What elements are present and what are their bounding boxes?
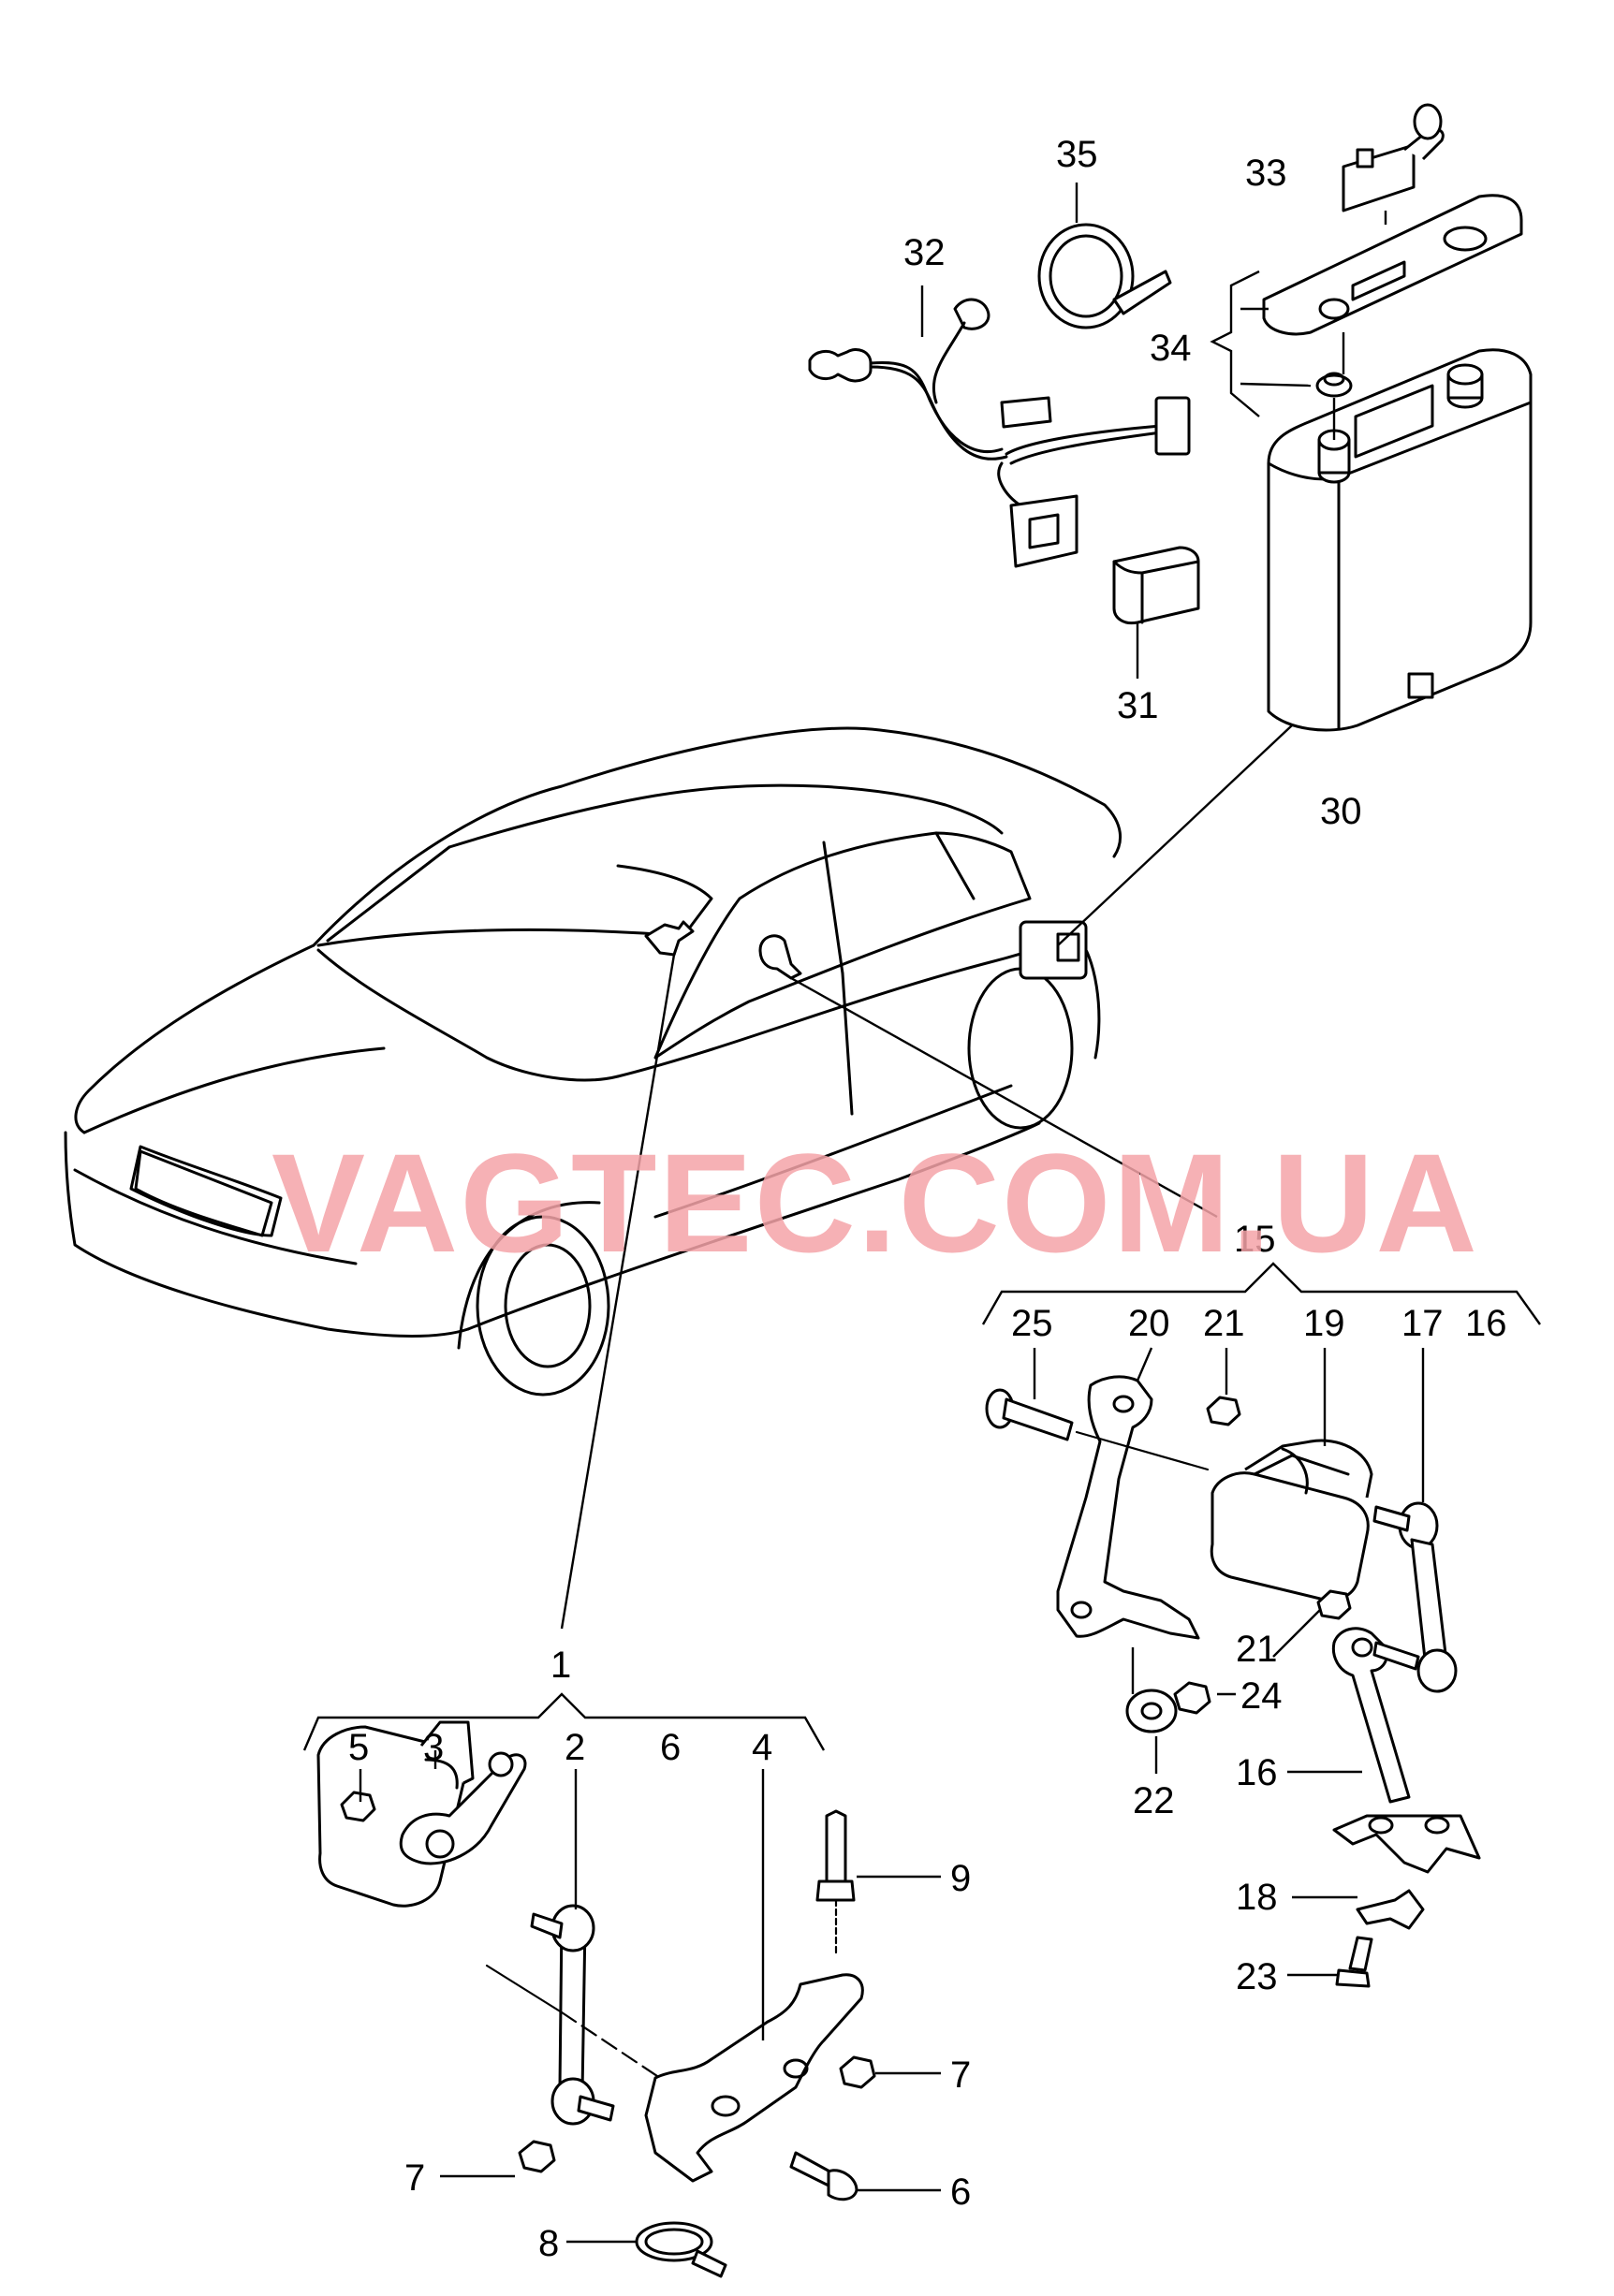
sensor-marker-rear — [758, 934, 802, 980]
level-sensor-rear — [1210, 1439, 1373, 1601]
callout-19: 19 — [1303, 1303, 1345, 1344]
callout-1: 1 — [550, 1645, 571, 1686]
nut-21-top — [1206, 1396, 1241, 1426]
callout-22: 22 — [1133, 1780, 1175, 1821]
bolt-6 — [789, 2151, 858, 2201]
relay — [1112, 546, 1200, 625]
callout-7-right: 7 — [950, 2055, 971, 2096]
washer-22 — [1125, 1689, 1178, 1733]
callout-8: 8 — [538, 2223, 559, 2264]
callout-9: 9 — [950, 1858, 971, 1899]
callout-6-bottom: 6 — [950, 2172, 971, 2213]
control-unit — [1267, 348, 1533, 732]
clamp-18 — [1332, 1814, 1481, 1930]
bolt-25 — [985, 1388, 1074, 1441]
nut-5 — [340, 1791, 376, 1822]
callout-31: 31 — [1117, 685, 1159, 726]
callout-24: 24 — [1240, 1675, 1283, 1717]
callout-33: 33 — [1245, 153, 1287, 194]
bracket-rear — [1056, 1375, 1200, 1640]
callout-6-top: 6 — [660, 1727, 681, 1768]
callout-32: 32 — [903, 232, 946, 273]
nut-7 — [839, 2055, 876, 2089]
car-illustration — [64, 726, 1122, 1397]
hose-clamp-8 — [635, 2221, 727, 2278]
nut-21-bottom — [1316, 1589, 1352, 1620]
watermark: VAGTEC.COM.UA — [271, 1124, 1479, 1281]
callout-7-left: 7 — [404, 2157, 425, 2199]
callout-25: 25 — [1011, 1303, 1053, 1344]
callout-20: 20 — [1128, 1303, 1170, 1344]
sensor-marker-front — [644, 920, 695, 957]
callout-15: 15 — [1234, 1219, 1276, 1260]
callout-17: 17 — [1401, 1303, 1444, 1344]
callout-18: 18 — [1236, 1877, 1278, 1918]
callout-23: 23 — [1236, 1956, 1278, 1997]
callout-34: 34 — [1150, 328, 1192, 369]
bracket-front — [644, 1973, 864, 2183]
nut-24 — [1173, 1681, 1211, 1715]
leader-lines — [302, 270, 1541, 2244]
wiring-harness — [808, 298, 1191, 568]
sensor-arm — [399, 1751, 527, 1865]
bolt-23 — [1335, 1936, 1373, 1988]
callout-35: 35 — [1056, 134, 1098, 175]
callout-21-bottom: 21 — [1236, 1629, 1278, 1670]
callout-4: 4 — [752, 1727, 772, 1768]
coupling-rod-front — [530, 1904, 615, 2126]
callout-16-top: 16 — [1465, 1303, 1507, 1344]
callout-3: 3 — [423, 1727, 444, 1768]
callout-30: 30 — [1320, 791, 1362, 832]
nut-7b — [518, 2140, 556, 2173]
cable-tie — [1037, 223, 1172, 329]
mounting-bracket — [1262, 194, 1523, 336]
callout-16-side: 16 — [1236, 1752, 1278, 1793]
screw-9 — [815, 1809, 856, 1958]
switch-part — [1342, 103, 1445, 212]
callout-labels: 1 2 3 4 5 6 6 7 7 8 9 15 16 16 17 18 19 … — [348, 134, 1507, 2264]
coupling-rod-rear — [1372, 1501, 1458, 1693]
lever-16 — [1331, 1627, 1420, 1804]
callout-2: 2 — [565, 1727, 585, 1768]
grommet — [1315, 372, 1353, 398]
callout-5: 5 — [348, 1727, 369, 1768]
callout-21-top: 21 — [1203, 1303, 1245, 1344]
